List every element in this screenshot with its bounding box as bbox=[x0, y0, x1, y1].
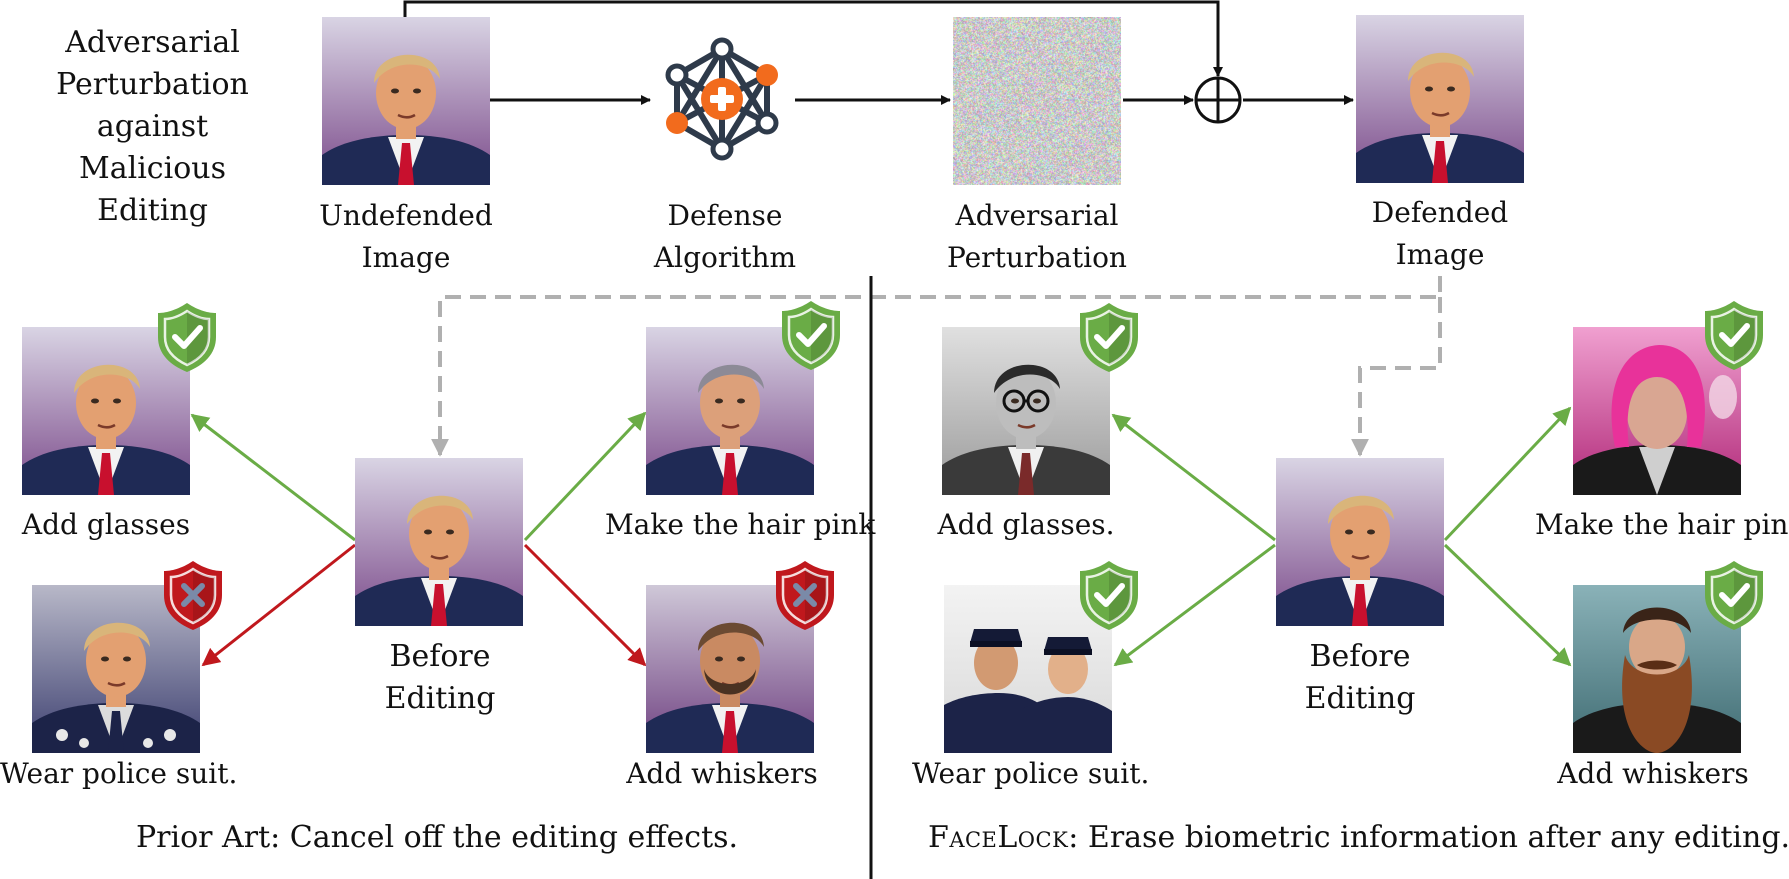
label-line: Algorithm bbox=[653, 241, 797, 274]
prior-art-whiskers-label: Add whiskers bbox=[626, 757, 818, 790]
label-line: Perturbation bbox=[947, 241, 1127, 274]
prior-art-pink-hair-label: Make the hair pink bbox=[605, 508, 876, 541]
facelock-glasses-label: Add glasses. bbox=[937, 508, 1115, 541]
pipeline-title-line: Perturbation bbox=[56, 67, 249, 102]
prior-art-glasses-label: Add glasses bbox=[21, 508, 191, 541]
shield-cross-icon bbox=[160, 557, 226, 633]
prior-art-caption: Prior Art: Cancel off the editing effect… bbox=[136, 820, 739, 855]
arrow-left-whiskers bbox=[523, 543, 647, 667]
facelock-police-label: Wear police suit. bbox=[912, 757, 1150, 790]
facelock-caption: FaceLock: Erase biometric information af… bbox=[928, 818, 1789, 858]
defended-image-label: Defended Image bbox=[1340, 192, 1540, 276]
arrow-left-pink bbox=[523, 411, 647, 542]
shield-check-icon bbox=[778, 297, 844, 373]
undefended-image bbox=[322, 17, 490, 185]
adversarial-perturbation-label: Adversarial Perturbation bbox=[920, 195, 1154, 279]
label-line: Defended bbox=[1371, 196, 1509, 229]
label-line: Editing bbox=[1304, 681, 1416, 716]
prior-art-police-label: Wear police suit. bbox=[0, 757, 238, 790]
facelock-whiskers-result bbox=[1573, 585, 1741, 753]
defended-image bbox=[1356, 15, 1524, 183]
facelock-whiskers-label: Add whiskers bbox=[1557, 757, 1749, 790]
shield-check-icon bbox=[1076, 557, 1142, 633]
facelock-glasses-result bbox=[942, 327, 1110, 495]
pipeline-title-line: against bbox=[96, 109, 209, 144]
label-line: Before bbox=[389, 639, 491, 674]
prior-art-glasses-result bbox=[22, 327, 190, 495]
facelock-pink-hair-result bbox=[1573, 327, 1741, 495]
arrow-skip-connection bbox=[403, 0, 1223, 77]
arrow-right-glasses bbox=[1111, 413, 1276, 542]
label-line: Undefended bbox=[319, 199, 493, 232]
label-line: Image bbox=[1395, 238, 1485, 271]
prior-art-before-editing-image bbox=[355, 458, 523, 626]
facelock-before-editing-label: Before Editing bbox=[1260, 636, 1460, 720]
arrow-right-pink bbox=[1443, 406, 1572, 542]
facelock-pink-hair-label: Make the hair pink. bbox=[1535, 508, 1789, 541]
neural-network-icon bbox=[655, 35, 790, 165]
pipeline-title-line: Editing bbox=[97, 193, 208, 228]
shield-check-icon bbox=[1701, 297, 1767, 373]
facelock-caption-text: : Erase biometric information after any … bbox=[1068, 820, 1789, 855]
shield-check-icon bbox=[154, 299, 220, 375]
prior-art-pink-hair-result bbox=[646, 327, 814, 495]
pipeline-title-line: Adversarial bbox=[65, 25, 240, 60]
facelock-brand: FaceLock bbox=[928, 820, 1069, 855]
prior-art-whiskers-result bbox=[646, 585, 814, 753]
adversarial-perturbation-noise bbox=[953, 17, 1121, 185]
arrow-left-glasses bbox=[190, 413, 356, 542]
undefended-image-label: Undefended Image bbox=[300, 195, 512, 279]
label-line: Image bbox=[361, 241, 451, 274]
shield-cross-icon bbox=[772, 557, 838, 633]
label-line: Adversarial bbox=[955, 199, 1119, 232]
label-line: Defense bbox=[667, 199, 783, 232]
circled-plus-icon bbox=[1194, 76, 1242, 124]
shield-check-icon bbox=[1076, 299, 1142, 375]
facelock-police-result bbox=[944, 585, 1112, 753]
pipeline-title: Adversarial Perturbation against Malicio… bbox=[40, 22, 265, 232]
facelock-before-editing-image bbox=[1276, 458, 1444, 626]
dashed-feed-right bbox=[1351, 297, 1442, 457]
label-line: Before bbox=[1309, 639, 1411, 674]
arrow-right-police bbox=[1113, 543, 1276, 667]
arrow-left-police bbox=[201, 543, 356, 667]
shield-check-icon bbox=[1701, 557, 1767, 633]
pipeline-arrows bbox=[403, 0, 1354, 105]
pipeline-title-line: Malicious bbox=[79, 151, 226, 186]
label-line: Editing bbox=[384, 681, 496, 716]
prior-art-police-result bbox=[32, 585, 200, 753]
prior-art-before-editing-label: Before Editing bbox=[340, 636, 540, 720]
dashed-feed-left bbox=[431, 276, 1442, 457]
arrow-right-whiskers bbox=[1443, 543, 1572, 667]
defense-algorithm-label: Defense Algorithm bbox=[625, 195, 825, 279]
